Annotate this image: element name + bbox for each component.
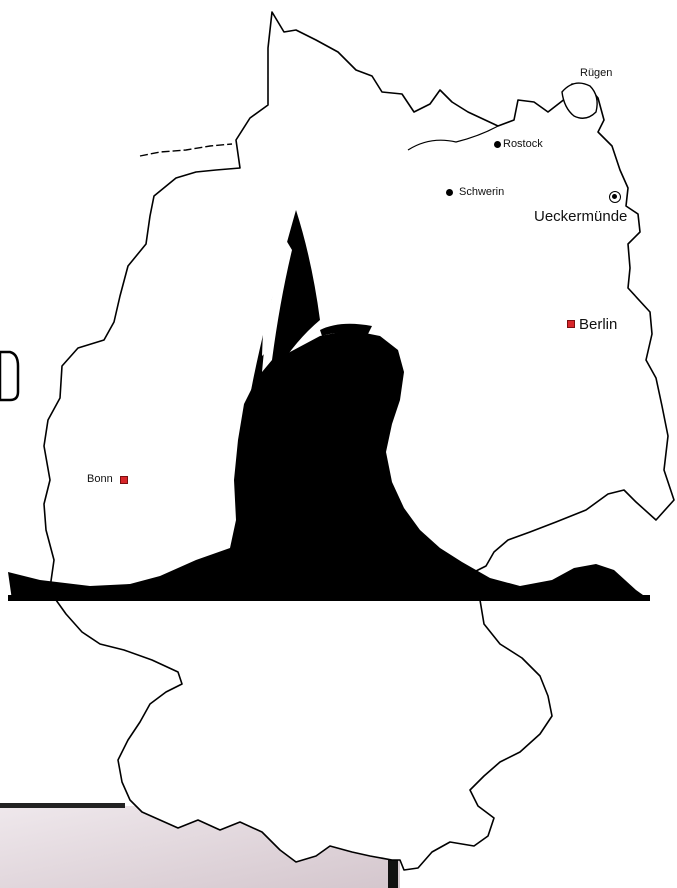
bottom-panel-edge bbox=[0, 803, 125, 808]
schwerin-marker bbox=[446, 189, 453, 196]
rostock-marker bbox=[494, 141, 501, 148]
north-sea-islands bbox=[139, 143, 233, 157]
label-ueckermunde: Ueckermünde bbox=[534, 208, 628, 225]
label-rugen: Rügen bbox=[580, 67, 613, 79]
crane-silhouette bbox=[8, 210, 650, 601]
berlin-marker bbox=[567, 320, 575, 328]
bonn-marker bbox=[120, 476, 128, 484]
label-berlin: Berlin bbox=[579, 316, 618, 333]
label-schwerin: Schwerin bbox=[459, 186, 505, 198]
left-tab bbox=[0, 350, 20, 402]
label-bonn: Bonn bbox=[87, 473, 113, 485]
coast-detail bbox=[407, 125, 499, 151]
label-rostock: Rostock bbox=[503, 138, 543, 150]
ueckermunde-marker bbox=[609, 191, 621, 203]
bottom-panel-right-edge bbox=[388, 856, 398, 888]
rugen-island bbox=[561, 82, 598, 119]
